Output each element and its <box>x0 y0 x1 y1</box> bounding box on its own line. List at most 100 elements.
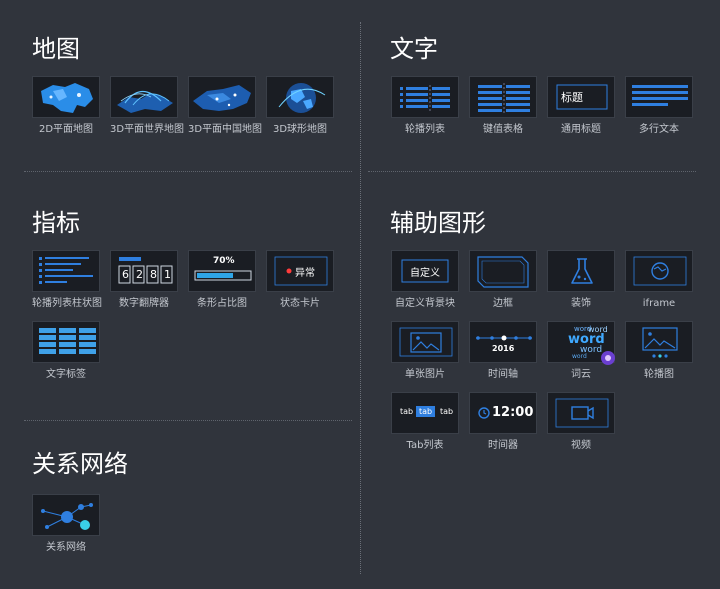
component-3d-globe-map[interactable]: 3D球形地图 <box>266 76 344 137</box>
title-badge-text: 标题 <box>561 91 583 104</box>
section-title-indicator: 指标 <box>32 209 80 237</box>
divider-map <box>24 171 352 172</box>
label-decoration: 装饰 <box>571 298 591 309</box>
thumb-border <box>469 250 537 292</box>
component-status-card[interactable]: 异常 状态卡片 <box>266 250 344 311</box>
component-carousel-list[interactable]: 轮播列表 <box>391 76 469 137</box>
thumb-word-cloud: word word word word word <box>547 321 615 365</box>
section-map: 地图 <box>32 33 80 65</box>
label-general-title: 通用标题 <box>561 124 601 135</box>
clock-icon <box>478 407 490 419</box>
component-bar-ratio[interactable]: 70% 条形占比图 <box>188 250 266 311</box>
thumb-video <box>547 392 615 434</box>
status-card-icon <box>274 256 328 286</box>
label-carousel-bar-chart: 轮播列表柱状图 <box>32 298 102 309</box>
thumb-general-title: 标题 <box>547 76 615 118</box>
planet-decor-icon <box>601 351 615 365</box>
section-indicator: 指标 <box>32 207 80 239</box>
component-flip-counter[interactable]: 6 2 8 1 数字翻牌器 <box>110 250 188 311</box>
bar-percent-text: 70% <box>213 256 235 266</box>
grid-aux: 自定义 自定义背景块 边框 装饰 <box>391 250 711 463</box>
component-tab-list[interactable]: tab tab tab Tab列表 <box>391 392 469 453</box>
section-network: 关系网络 <box>32 448 128 480</box>
component-network-graph[interactable]: 关系网络 <box>32 494 110 555</box>
section-title-map: 地图 <box>32 35 80 63</box>
globe-icon <box>278 83 326 113</box>
label-bar-ratio: 条形占比图 <box>197 298 247 309</box>
carousel-image-icon <box>642 327 678 358</box>
flip-digit-3: 8 <box>150 268 157 281</box>
component-custom-bg[interactable]: 自定义 自定义背景块 <box>391 250 469 311</box>
component-single-image[interactable]: 单张图片 <box>391 321 469 382</box>
thumb-2d-map <box>32 76 100 118</box>
component-border[interactable]: 边框 <box>469 250 547 311</box>
status-text: 异常 <box>295 268 315 279</box>
label-single-image: 单张图片 <box>405 369 445 380</box>
label-multiline-text: 多行文本 <box>639 124 679 135</box>
label-3d-world-map: 3D平面世界地图 <box>110 124 185 135</box>
section-title-network: 关系网络 <box>32 450 128 478</box>
label-carousel-list: 轮播列表 <box>405 124 445 135</box>
thumb-multiline-text <box>625 76 693 118</box>
label-iframe: iframe <box>642 298 676 309</box>
section-text: 文字 <box>390 33 438 65</box>
thumb-3d-globe-map <box>266 76 334 118</box>
carousel-list-icon <box>400 85 450 111</box>
component-3d-world-map[interactable]: 3D平面世界地图 <box>110 76 188 137</box>
clock-time-text: 12:00 <box>492 405 534 420</box>
border-frame-icon <box>477 256 529 288</box>
thumb-single-image <box>391 321 459 363</box>
title-box-icon <box>556 84 608 110</box>
component-multiline-text[interactable]: 多行文本 <box>625 76 703 137</box>
thumb-3d-world-map <box>110 76 178 118</box>
label-tab-list: Tab列表 <box>406 440 444 451</box>
ratio-bar-icon <box>194 270 252 281</box>
component-clock[interactable]: 12:00 时间器 <box>469 392 547 453</box>
component-timeline[interactable]: 2016 时间轴 <box>469 321 547 382</box>
grid-indicator: 轮播列表柱状图 6 2 8 1 数字翻牌器 70% 条形占比图 <box>32 250 352 392</box>
grid-network: 关系网络 <box>32 494 352 565</box>
flip-counter-icon <box>118 257 173 284</box>
flip-digit-1: 6 <box>122 268 129 281</box>
component-key-value-table[interactable]: 键值表格 <box>469 76 547 137</box>
tab-chip-1: tab <box>400 407 414 416</box>
flip-digit-2: 2 <box>136 268 143 281</box>
component-3d-china-map[interactable]: 3D平面中国地图 <box>188 76 266 137</box>
component-carousel-image[interactable]: 轮播图 <box>625 321 703 382</box>
timeline-year-text: 2016 <box>492 344 515 353</box>
tab-chip-3: tab <box>440 407 454 416</box>
label-clock: 时间器 <box>488 440 518 451</box>
component-decoration[interactable]: 装饰 <box>547 250 625 311</box>
map-3d-world-icon <box>117 90 173 113</box>
section-title-aux: 辅助图形 <box>390 209 486 237</box>
divider-indicator <box>24 420 352 421</box>
thumb-tab-list: tab tab tab <box>391 392 459 434</box>
wordcloud-word-5: word <box>572 353 587 360</box>
multiline-text-icon <box>632 85 688 106</box>
thumb-clock: 12:00 <box>469 392 537 434</box>
thumb-carousel-list <box>391 76 459 118</box>
label-3d-globe-map: 3D球形地图 <box>272 124 328 135</box>
component-carousel-bar-chart[interactable]: 轮播列表柱状图 <box>32 250 110 311</box>
component-video[interactable]: 视频 <box>547 392 625 453</box>
thumb-flip-counter: 6 2 8 1 <box>110 250 178 292</box>
label-text-tag: 文字标签 <box>46 369 86 380</box>
component-iframe[interactable]: iframe <box>625 250 703 311</box>
component-general-title[interactable]: 标题 通用标题 <box>547 76 625 137</box>
label-video: 视频 <box>571 440 591 451</box>
thumb-network-graph <box>32 494 100 536</box>
component-word-cloud[interactable]: word word word word word 词云 <box>547 321 625 382</box>
component-2d-map[interactable]: 2D平面地图 <box>32 76 110 137</box>
globe-link-icon <box>633 256 687 286</box>
thumb-carousel-bar-chart <box>32 250 100 292</box>
divider-text <box>368 171 696 172</box>
thumb-decoration <box>547 250 615 292</box>
text-tag-icon <box>39 328 96 354</box>
wordcloud-word-4: word <box>580 345 603 355</box>
wordcloud-word-2: word <box>588 325 608 334</box>
thumb-carousel-image <box>625 321 693 363</box>
bar-list-icon <box>39 257 93 284</box>
component-text-tag[interactable]: 文字标签 <box>32 321 110 382</box>
label-carousel-image: 轮播图 <box>644 369 674 380</box>
section-title-text: 文字 <box>390 35 438 63</box>
